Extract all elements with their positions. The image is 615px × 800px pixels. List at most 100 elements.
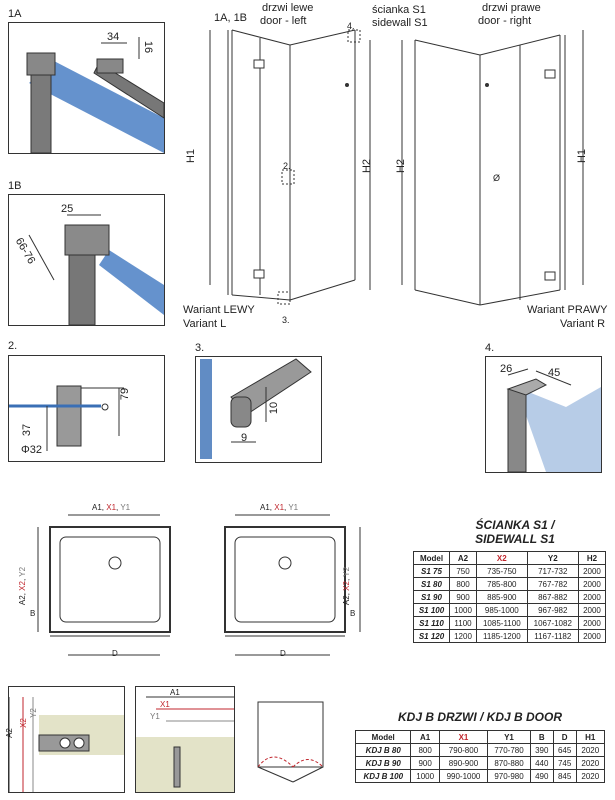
plan-right-drawing [224,514,361,656]
table-cell: 845 [552,769,577,783]
plan-right-top-dim: A1, X1, Y1 [260,503,299,512]
sidewall-table-title-2: SIDEWALL S1 [475,532,555,546]
h1-left: H1 [185,148,198,164]
table-cell: 1067-1082 [526,616,579,630]
detail-2-panel: 37 79 Φ32 [8,355,165,462]
table-cell: 750 [448,564,478,578]
bottom-x2: X2 [18,718,28,728]
sidewall-en: sidewall S1 [372,17,428,29]
detail-1b-drawing [28,214,164,326]
detail-1b-label: 1B [8,180,22,192]
col-model: Model [413,551,450,565]
col-d: D [552,730,577,744]
h1-right: H1 [576,148,589,164]
detail-3-label: 3. [195,342,205,354]
callout-3: 3. [282,315,290,325]
plan-left-drawing [37,514,171,656]
sidewall-pl: ścianka S1 [372,4,426,16]
door-left-pl: drzwi lewe [262,2,314,14]
detail-1b-panel: 25 66-76 [8,194,165,326]
plan-right-b: B [350,609,356,618]
door-swing-diagram [257,701,324,783]
table-cell: 440 [529,756,554,770]
dim-34: 34 [107,31,120,43]
plan-right-side-dim: A2, X2, Y2 [342,566,352,606]
table-cell: 2000 [577,564,607,578]
center-mark: Ø [493,173,501,183]
col-model: Model [354,730,412,744]
door-right-en: door - right [478,15,532,27]
callout-2: 2. [283,161,291,171]
variant-left-pl: Wariant LEWY [183,304,255,316]
bottom-detail-left: A2 X2 Y2 [5,686,125,793]
callout-4: 4. [347,21,355,31]
dim-26: 26 [500,363,513,375]
door-right-pl: drzwi prawe [482,2,541,14]
bottom-detail-mid: A1 X1 Y1 [135,686,235,793]
table-cell: S1 90 [413,590,450,604]
elevation-drawing [209,29,584,306]
table-cell: 2020 [575,743,606,757]
table-cell: 867-882 [526,590,579,604]
table-cell: 1000 [410,769,440,783]
table-cell: KDJ B 100 [354,769,412,783]
table-cell: 990-1000 [438,769,489,783]
variant-left-en: Variant L [183,318,227,330]
detail-2-label: 2. [8,340,18,352]
plan-right-d: D [280,649,286,658]
table-cell: 1085-1100 [476,616,528,630]
table-cell: 1167-1182 [526,629,579,643]
table-cell: 2000 [577,616,607,630]
col-h2: H2 [577,551,607,565]
table-cell: S1 75 [413,564,450,578]
door-table-title: KDJ B DRZWI / KDJ B DOOR [397,710,562,724]
plan-left-b: B [30,609,36,618]
dim-37: 37 [21,423,34,437]
plan-left-d: D [112,649,118,658]
table-cell: 767-782 [526,577,579,591]
table-cell: 1000 [448,603,478,617]
variant-right-pl: Wariant PRAWY [527,304,608,316]
bottom-detail-left-drawing [8,697,124,792]
table-cell: 390 [529,743,554,757]
detail-3-panel: 10 9 [195,356,322,463]
detail-4-drawing [506,368,601,473]
col-x2: X2 [476,551,528,565]
plan-left-side-dim: A2, X2, Y2 [18,566,28,606]
table-cell: S1 110 [413,616,450,630]
detail-2-drawing [9,385,124,451]
variant-right-en: Variant R [560,318,606,330]
table-cell: 967-982 [526,603,579,617]
table-cell: 870-880 [487,756,531,770]
table-cell: 885-900 [476,590,528,604]
sidewall-table-header: Model A2 X2 Y2 H2 [413,551,607,565]
detail-1a-label: 1A [8,8,22,20]
table-cell: 735-750 [476,564,528,578]
detail-1a-drawing [26,37,165,154]
table-cell: 785-800 [476,577,528,591]
col-a1: A1 [410,730,440,744]
detail-4-label: 4. [485,342,495,354]
table-cell: 770-780 [487,743,531,757]
h2-left: H2 [361,158,374,174]
table-cell: 2000 [577,590,607,604]
table-cell: 2020 [575,756,606,770]
table-cell: 970-980 [487,769,531,783]
table-cell: S1 100 [413,603,450,617]
table-cell: 800 [410,743,440,757]
door-left-en: door - left [260,15,307,27]
table-cell: S1 80 [413,577,450,591]
bottom-a2: A2 [4,728,14,738]
bottom-y1: Y1 [150,712,160,721]
table-cell: 800 [448,577,478,591]
dim-16: 16 [142,40,155,54]
h2-right: H2 [395,158,408,174]
